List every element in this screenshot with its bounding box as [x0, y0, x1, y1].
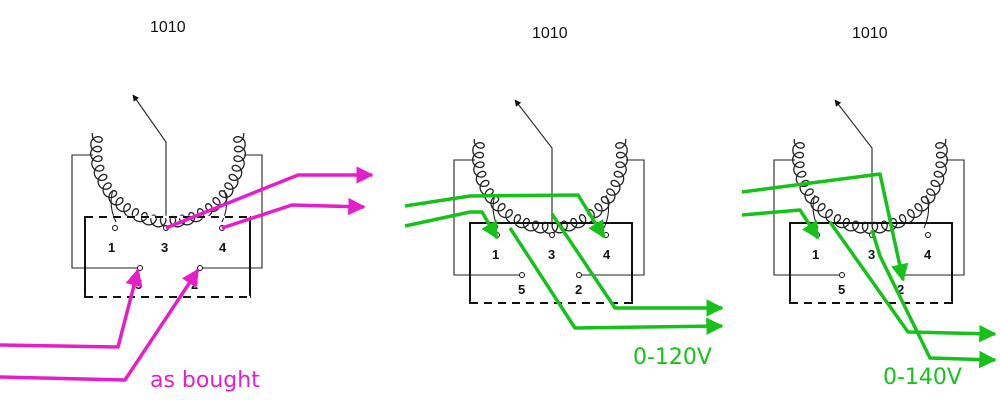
diagram-2: 1010 1 3 4 5 2 [453, 25, 645, 305]
output-wire-from-terminal-3 [550, 213, 724, 317]
terminal-label-1: 1 [812, 247, 819, 262]
input-wire-to-terminal-1 [404, 210, 499, 240]
coil-tail-right [603, 194, 610, 229]
coil-tail-left [110, 189, 117, 223]
terminal-label-5: 5 [838, 282, 845, 297]
coil-tail-right [923, 194, 930, 229]
part-number-1: 1010 [150, 19, 186, 36]
caption-as-bought: as bought [150, 368, 260, 393]
coil-lead-right [582, 159, 645, 276]
terminal-label-4: 4 [219, 240, 227, 255]
output-wire-from-terminal-1 [508, 227, 724, 335]
as-bought-wiring [0, 166, 374, 382]
input-wire-to-terminal-4 [404, 193, 606, 239]
coil-lead-left [71, 154, 140, 269]
terminal-label-2: 2 [897, 282, 904, 297]
as-bought-wire-terminal-4 [221, 197, 366, 230]
wiring-0-140v [741, 172, 997, 369]
coil-lead-left [773, 159, 842, 276]
terminal-label-3: 3 [548, 247, 555, 262]
output-wire-from-terminal-1 [828, 220, 997, 343]
caption-0-120v: 0-120V [633, 345, 712, 370]
wiper-shaft [834, 99, 873, 226]
as-bought-wire-terminal-3 [165, 166, 374, 230]
caption-0-140v: 0-140V [883, 365, 962, 390]
coil-lead-left [453, 159, 522, 276]
wiring-0-120v [404, 193, 724, 335]
coil-winding [89, 133, 247, 229]
coil-lead-right [902, 159, 965, 276]
wiper-shaft [132, 94, 167, 218]
terminal-label-2: 2 [575, 282, 582, 297]
coil-lead-right [200, 154, 263, 269]
terminal-label-3: 3 [161, 240, 168, 255]
part-number-3: 1010 [852, 25, 888, 42]
terminal-label-4: 4 [603, 247, 611, 262]
diagram-1: 1010 1 3 4 5 2 [71, 19, 263, 299]
part-number-2: 1010 [532, 25, 568, 42]
input-wire-to-terminal-2 [741, 172, 909, 282]
terminal-label-5: 5 [518, 282, 525, 297]
coil-winding [471, 139, 629, 235]
input-wire-to-terminal-1 [741, 208, 820, 240]
terminal-label-1: 1 [492, 247, 499, 262]
output-wire-from-terminal-3 [870, 229, 997, 369]
terminal-label-3: 3 [868, 247, 875, 262]
terminal-label-4: 4 [924, 247, 932, 262]
coil-winding [791, 139, 949, 235]
wiper-shaft [514, 99, 553, 226]
diagram-3: 1010 1 3 4 5 2 [773, 25, 965, 305]
terminal-label-1: 1 [108, 240, 115, 255]
as-bought-wire-terminal-5 [0, 268, 143, 349]
as-bought-wire-terminal-2 [0, 268, 200, 382]
